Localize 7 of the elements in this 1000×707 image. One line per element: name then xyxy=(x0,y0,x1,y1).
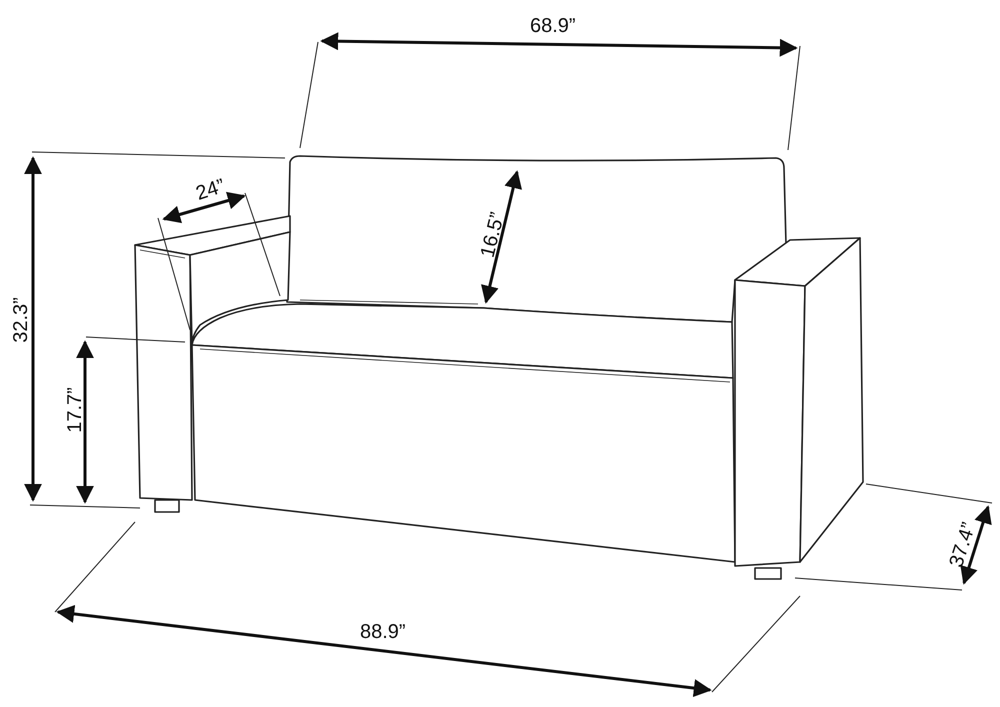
dimension-label: 32.3” xyxy=(10,297,31,343)
dimension-label: 68.9” xyxy=(530,16,576,36)
dimension-label: 37.4” xyxy=(946,520,980,570)
dimension-label: 17.7” xyxy=(64,387,85,433)
dimension-label: 88.9” xyxy=(360,622,406,642)
dimension-label: 16.5” xyxy=(478,210,508,260)
dimension-label: 24” xyxy=(194,176,228,204)
